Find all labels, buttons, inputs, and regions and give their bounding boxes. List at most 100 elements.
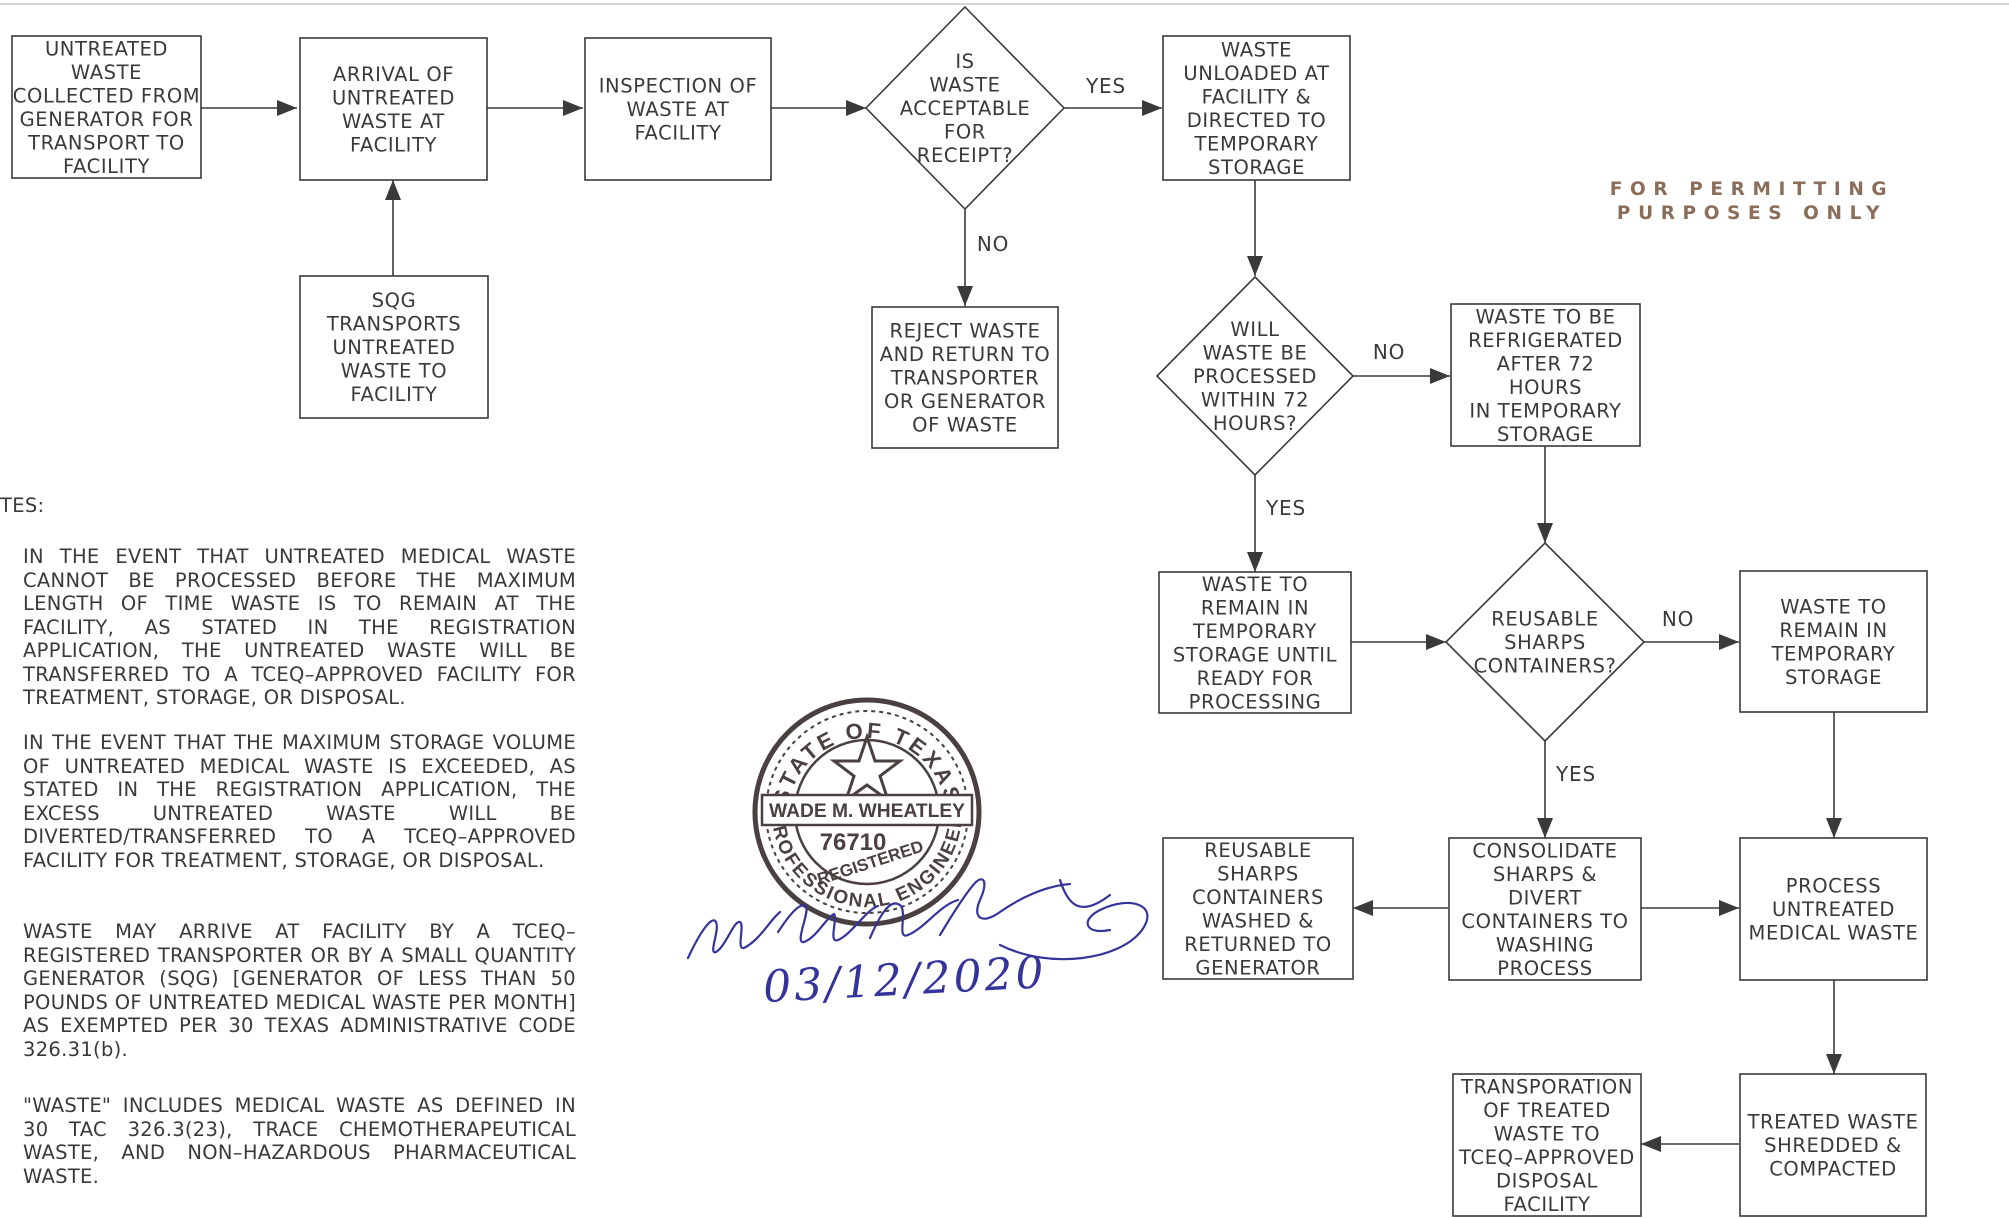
seal-number: 76710 <box>820 829 887 856</box>
seal-outer-ring <box>752 697 982 927</box>
node-label-line: UNLOADED AT <box>1183 62 1329 85</box>
node-label-line: PROCESSED <box>1193 365 1317 388</box>
node-label-line: REMAIN IN <box>1201 596 1309 619</box>
handwritten-signature <box>686 878 1149 961</box>
node-label-line: COMPACTED <box>1769 1158 1897 1181</box>
node-label-line: WASTE TO BE <box>1475 305 1615 328</box>
label-within72-yes: YES <box>1265 496 1306 520</box>
seal-name-band <box>760 793 974 827</box>
node-label-line: REUSABLE <box>1204 839 1312 862</box>
node-label-line: AND RETURN TO <box>880 343 1051 366</box>
node-label-line: IS <box>955 50 974 73</box>
node-label-line: OR GENERATOR <box>884 390 1046 413</box>
seal-star-icon <box>829 732 905 804</box>
node-label-line: IN TEMPORARY <box>1469 399 1621 422</box>
process-box <box>584 37 772 181</box>
label-within72-no: NO <box>1373 340 1405 364</box>
decision-diamond <box>864 5 1066 211</box>
node-label-line: SHARPS <box>1504 631 1586 654</box>
node-label-line: SHREDDED & <box>1764 1134 1902 1157</box>
node-label-line: WASTE BE <box>1203 342 1308 365</box>
node-label-line: RETURNED TO <box>1184 933 1332 956</box>
node-label-line: TREATED WASTE <box>1746 1111 1918 1134</box>
node-label-line: SHARPS & <box>1493 863 1597 886</box>
node-label-line: GENERATOR FOR <box>20 108 194 131</box>
node-label-line: FOR <box>944 121 986 144</box>
node-label-line: INSPECTION OF <box>599 75 758 98</box>
notes-heading: TES: <box>0 494 45 517</box>
node-label-line: RECEIPT? <box>917 144 1013 167</box>
node-label-line: GENERATOR <box>1195 956 1320 979</box>
label-acceptable-yes: YES <box>1085 74 1126 98</box>
node-label-line: DIVERT <box>1508 886 1582 909</box>
node-label-line: WASTE TO <box>341 360 447 383</box>
node-label-line: DIRECTED TO <box>1187 109 1327 132</box>
node-label-line: FACILITY <box>634 122 721 145</box>
node-label-line: MEDICAL WASTE <box>1749 922 1919 945</box>
node-label-line: WASHED & <box>1202 909 1314 932</box>
node-label-line: CONTAINERS <box>1192 886 1324 909</box>
process-box <box>11 35 202 179</box>
node-label-line: TEMPORARY <box>1771 642 1896 665</box>
node-label-line: PROCESS <box>1497 957 1593 980</box>
node-label-line: TEMPORARY <box>1192 620 1317 643</box>
node-label-line: PROCESSING <box>1189 690 1322 713</box>
node-label-line: FACILITY <box>350 383 437 406</box>
node-label-line: STORAGE <box>1785 666 1882 689</box>
node-label-line: UNTREATED <box>332 336 455 359</box>
node-label-line: WILL <box>1230 318 1279 341</box>
node-label-line: SHARPS <box>1217 862 1299 885</box>
process-box <box>1162 35 1351 181</box>
permit-notice-line-2: PURPOSES ONLY <box>1616 203 1888 224</box>
node-label-line: WASTE TO <box>1202 573 1308 596</box>
signature-date: 03/12/2020 <box>762 947 1048 1013</box>
node-label-line: REUSABLE <box>1491 608 1599 631</box>
node-label-line: WITHIN 72 <box>1201 389 1309 412</box>
note-item-1: IN THE EVENT THAT UNTREATED MEDICAL WAST… <box>23 545 576 709</box>
process-box <box>1739 1073 1927 1217</box>
decision-diamond <box>1444 541 1646 743</box>
process-box <box>1162 837 1354 980</box>
node-label-line: DISPOSAL <box>1496 1169 1598 1192</box>
node-label-line: STORAGE <box>1497 423 1594 446</box>
process-box <box>871 306 1059 449</box>
node-label-line: COLLECTED FROM <box>13 84 200 107</box>
process-box <box>1448 837 1642 981</box>
node-label-line: UNTREATED <box>332 86 455 109</box>
node-label-line: OF WASTE <box>912 414 1018 437</box>
node-label-line: SQG <box>372 289 417 312</box>
node-label-line: AFTER 72 <box>1497 352 1595 375</box>
node-label-line: REJECT WASTE <box>889 320 1040 343</box>
process-box <box>1739 570 1928 713</box>
node-label-line: FACILITY <box>63 155 150 178</box>
node-label-line: TRANSPORTS <box>326 313 462 336</box>
node-label-line: WASTE <box>929 74 1000 97</box>
node-label-line: READY FOR <box>1197 667 1314 690</box>
process-box <box>1452 1073 1642 1217</box>
